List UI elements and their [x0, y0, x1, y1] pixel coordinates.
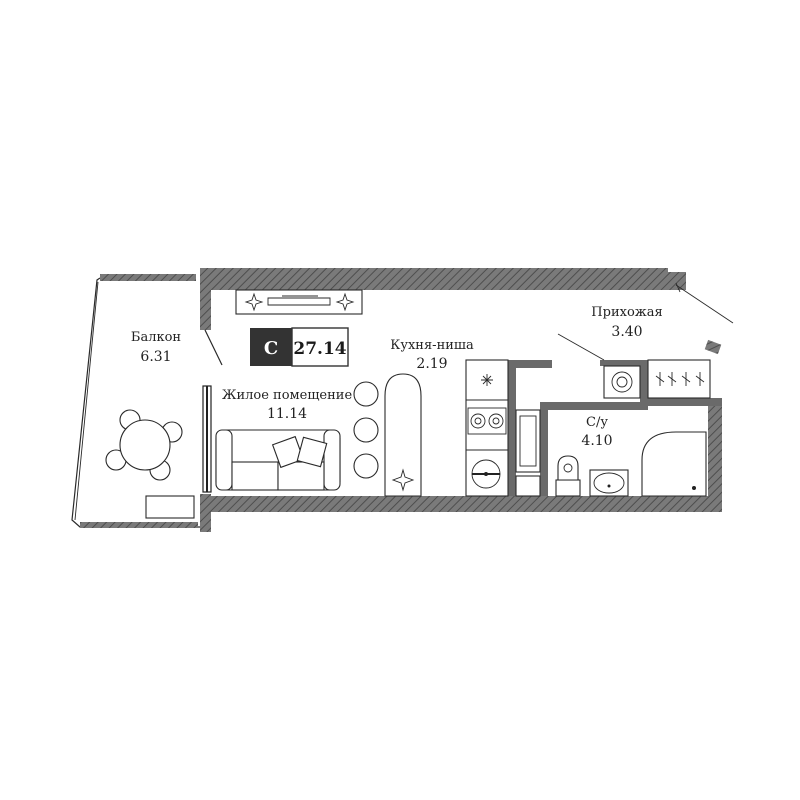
- bathroom: С/у 4.10: [515, 409, 707, 497]
- balcony-glazing: [74, 281, 99, 521]
- balcony: Балкон 6.31: [71, 274, 200, 528]
- washbasin-icon: [589, 469, 629, 497]
- sink-icon: [471, 459, 501, 489]
- washing-machine-icon: [603, 365, 641, 399]
- hallway-area: 3.40: [611, 324, 642, 340]
- hallway: Прихожая 3.40: [557, 305, 711, 399]
- balcony-top-wall: [100, 274, 196, 281]
- toilet-icon: [555, 455, 581, 497]
- balcony-bottom-wall: [80, 522, 198, 528]
- bathroom-area: 4.10: [581, 433, 612, 449]
- apartment-type: С: [264, 338, 278, 359]
- balcony-door: [202, 329, 223, 493]
- stools-icon: [353, 381, 379, 479]
- tv-console-icon: [235, 289, 363, 315]
- fridge-icon: [481, 374, 493, 386]
- kitchen: Кухня-ниша 2.19: [390, 338, 509, 497]
- balcony-label: Балкон: [131, 330, 181, 345]
- bar-counter-icon: [384, 373, 422, 497]
- living-area: 11.14: [267, 406, 307, 422]
- sofa-icon: [215, 429, 341, 491]
- walls: [200, 268, 734, 532]
- bathroom-label: С/у: [586, 415, 608, 430]
- balcony-outline: [71, 277, 200, 528]
- shower-tray-icon: [641, 431, 707, 497]
- living-room: Жилое помещение 11.14: [215, 289, 422, 497]
- living-label: Жилое помещение: [222, 388, 353, 403]
- balcony-area: 6.31: [140, 349, 171, 365]
- apartment-badge: С 27.14: [250, 327, 349, 367]
- total-area: 27.14: [293, 339, 346, 359]
- kitchen-area: 2.19: [416, 356, 447, 372]
- badge-type-box: [250, 328, 292, 366]
- badge-area-box: [291, 327, 349, 367]
- hallway-label: Прихожая: [591, 305, 662, 320]
- hob-icon: [467, 407, 507, 435]
- kitchen-label: Кухня-ниша: [390, 338, 474, 353]
- storage-box: [145, 495, 195, 519]
- wardrobe-icon: [647, 359, 711, 399]
- dining-table-icon: [105, 409, 183, 481]
- washer-column-icon: [515, 409, 541, 497]
